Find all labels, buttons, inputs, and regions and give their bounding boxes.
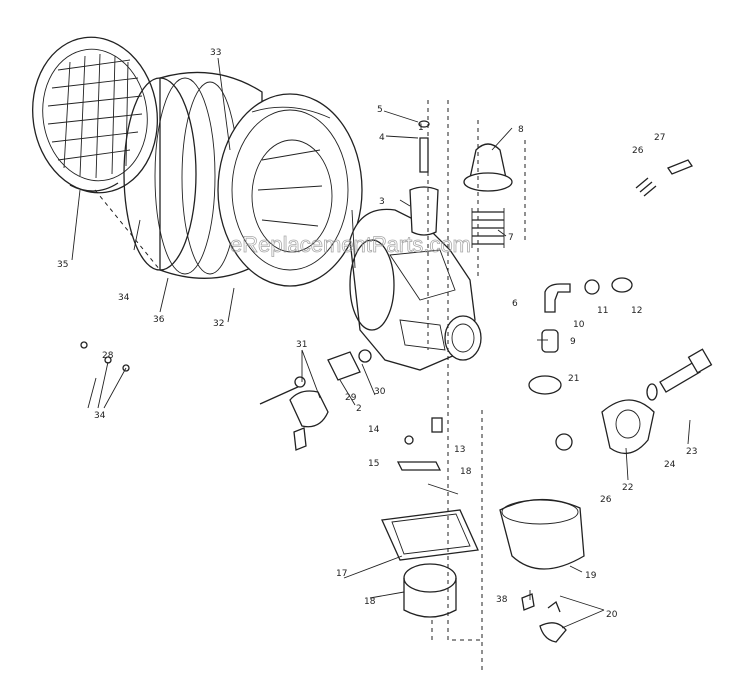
part-label-36: 36 bbox=[153, 315, 165, 325]
watermark-text: eReplacementParts.com bbox=[230, 232, 471, 257]
part-label-26b: 26 bbox=[600, 495, 612, 505]
leader-lines bbox=[71, 57, 691, 629]
part-label-34: 34 bbox=[118, 293, 130, 303]
part-label-13: 13 bbox=[454, 445, 465, 455]
part-label-6: 6 bbox=[512, 299, 518, 309]
clamp-bracket bbox=[555, 399, 655, 455]
part-label-19: 19 bbox=[585, 571, 597, 581]
part-label-3: 3 bbox=[379, 197, 385, 207]
part-label-32: 32 bbox=[213, 319, 224, 329]
part-label-7: 7 bbox=[508, 233, 514, 243]
part-label-34b: 34 bbox=[94, 411, 106, 421]
part-labels: 33 35 34 36 32 34 28 5 4 3 8 7 6 27 26 1… bbox=[57, 48, 697, 620]
part-label-14: 14 bbox=[368, 425, 380, 435]
fuel-fittings bbox=[528, 277, 633, 395]
carburetor-body bbox=[349, 208, 482, 371]
part-label-11: 11 bbox=[597, 306, 608, 316]
cap-and-spring bbox=[463, 143, 513, 248]
part-label-9: 9 bbox=[570, 337, 576, 347]
part-label-35: 35 bbox=[57, 260, 68, 270]
part-label-24: 24 bbox=[664, 460, 676, 470]
float bbox=[403, 563, 457, 618]
part-label-33: 33 bbox=[210, 48, 221, 58]
air-cleaner-cover bbox=[32, 36, 158, 194]
part-label-22: 22 bbox=[622, 483, 633, 493]
part-label-23: 23 bbox=[686, 447, 697, 457]
part-label-5: 5 bbox=[377, 105, 383, 115]
part-label-29: 29 bbox=[345, 393, 357, 403]
part-label-38: 38 bbox=[496, 595, 508, 605]
part-label-30: 30 bbox=[374, 387, 386, 397]
part-label-8: 8 bbox=[518, 125, 524, 135]
part-label-27: 27 bbox=[654, 133, 665, 143]
spring-and-screw bbox=[635, 159, 693, 197]
part-label-4: 4 bbox=[379, 133, 385, 143]
part-label-17: 17 bbox=[336, 569, 347, 579]
float-bowl bbox=[499, 498, 585, 570]
part-label-29b: 28 bbox=[102, 351, 114, 361]
air-cleaner-housing bbox=[217, 93, 363, 287]
part-label-31: 31 bbox=[296, 340, 307, 350]
part-label-1: 1 bbox=[418, 123, 424, 133]
fuel-shutoff-valve bbox=[259, 349, 372, 451]
part-label-15: 15 bbox=[368, 459, 379, 469]
part-label-12: 12 bbox=[631, 306, 642, 316]
part-label-10: 10 bbox=[573, 320, 585, 330]
drain-screws bbox=[521, 593, 567, 643]
assembly-guide-lines bbox=[94, 100, 526, 670]
needle-assembly bbox=[409, 120, 439, 236]
float-bowl-gasket bbox=[381, 509, 479, 561]
mounting-bolt bbox=[646, 348, 713, 401]
part-label-26: 26 bbox=[632, 146, 644, 156]
part-label-2: 2 bbox=[356, 404, 362, 414]
part-label-18b: 18 bbox=[460, 467, 472, 477]
float-valve-parts bbox=[396, 417, 459, 495]
part-label-21: 21 bbox=[568, 374, 579, 384]
part-label-18: 18 bbox=[364, 597, 376, 607]
part-label-20: 20 bbox=[606, 610, 618, 620]
